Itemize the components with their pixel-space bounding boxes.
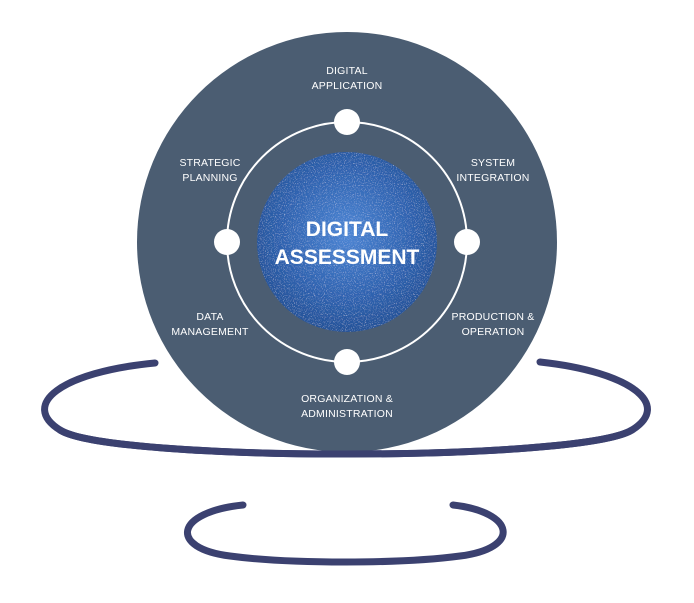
center-title-line1: DIGITAL bbox=[306, 218, 389, 241]
label-top-line2: APPLICATION bbox=[312, 80, 383, 92]
label-bottom-left-line2: MANAGEMENT bbox=[171, 326, 249, 338]
node-left bbox=[214, 229, 240, 255]
label-bottom-line2: ADMINISTRATION bbox=[301, 408, 393, 420]
label-top-left-line1: STRATEGIC bbox=[179, 157, 240, 169]
label-top-line1: DIGITAL bbox=[326, 65, 367, 77]
core-circle bbox=[257, 152, 437, 332]
label-bottom-left-line1: DATA bbox=[196, 311, 223, 323]
label-top-right-line1: SYSTEM bbox=[471, 157, 515, 169]
lower-orbit-ring bbox=[184, 501, 507, 566]
label-top-right-line2: INTEGRATION bbox=[456, 172, 529, 184]
node-top bbox=[334, 109, 360, 135]
center-title-line2: ASSESSMENT bbox=[275, 246, 420, 269]
upper-orbit-ring-front bbox=[56, 426, 636, 458]
label-bottom-right-line2: OPERATION bbox=[462, 326, 525, 338]
label-top-left-line2: PLANNING bbox=[182, 172, 237, 184]
label-bottom-right-line1: PRODUCTION & bbox=[452, 311, 535, 323]
node-bottom bbox=[334, 349, 360, 375]
label-bottom-line1: ORGANIZATION & bbox=[301, 393, 393, 405]
node-right bbox=[454, 229, 480, 255]
